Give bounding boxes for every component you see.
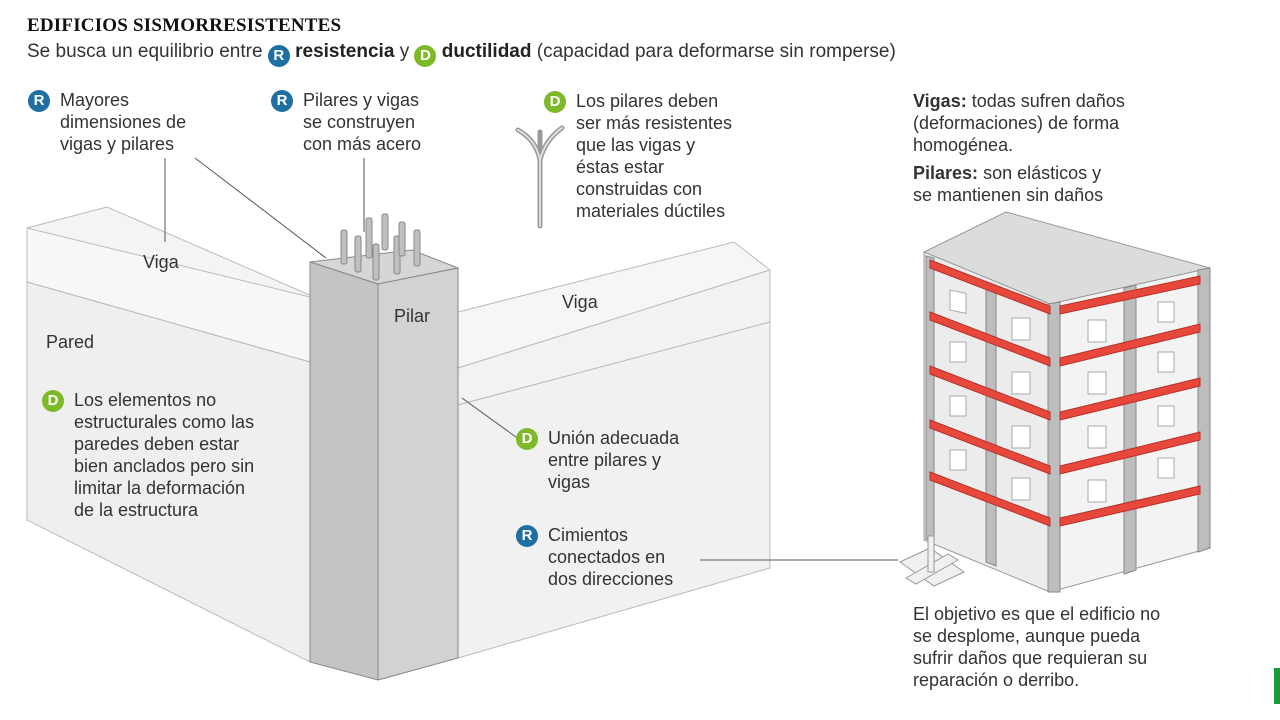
note-line: conectados en bbox=[548, 547, 666, 567]
objetivo-line: reparación o derribo. bbox=[913, 670, 1080, 690]
subtitle-suffix: (capacidad para deformarse sin romperse) bbox=[536, 41, 896, 62]
ductilidad-badge: D bbox=[42, 390, 64, 412]
note-line: Mayores bbox=[60, 90, 130, 110]
pillar-right-face bbox=[377, 267, 459, 681]
pilares-title: Pilares: bbox=[913, 163, 979, 183]
objetivo-line: se desplome, aunque pueda bbox=[913, 626, 1141, 646]
vigas-line: homogénea. bbox=[913, 135, 1014, 155]
resistencia-badge: R bbox=[271, 90, 293, 112]
note-line: de la estructura bbox=[74, 500, 199, 520]
note-line: con más acero bbox=[303, 134, 422, 154]
building-info: Vigas: todas sufren daños (deformaciones… bbox=[913, 90, 1125, 206]
pilares-text: son elásticos y bbox=[983, 163, 1102, 183]
vigas-title: Vigas: bbox=[913, 91, 967, 111]
note-line: dos direcciones bbox=[548, 569, 674, 589]
subtitle-prefix: Se busca un equilibrio entre bbox=[27, 41, 263, 62]
note-line: materiales dúctiles bbox=[576, 201, 726, 221]
ductilidad-badge: D bbox=[414, 45, 437, 67]
vigas-line: (deformaciones) de forma bbox=[913, 113, 1120, 133]
note-line: se construyen bbox=[303, 112, 416, 132]
note-line: vigas y pilares bbox=[60, 134, 175, 154]
note-line: entre pilares y bbox=[548, 450, 662, 470]
ductilidad-badge: D bbox=[544, 91, 566, 113]
subtitle-and: y bbox=[399, 41, 410, 62]
note-line: paredes deben estar bbox=[74, 434, 240, 454]
resistencia-badge: R bbox=[28, 90, 50, 112]
pilares-line: se mantienen sin daños bbox=[913, 185, 1104, 205]
viga-right-label: Viga bbox=[562, 292, 598, 312]
leader-lines bbox=[164, 157, 898, 561]
building-illustration bbox=[899, 211, 1211, 593]
note-line: Los elementos no bbox=[74, 390, 217, 410]
note-line: limitar la deformación bbox=[74, 478, 246, 498]
ductilidad-badge: D bbox=[516, 428, 538, 450]
note-line: dimensiones de bbox=[60, 112, 187, 132]
vigas-text: todas sufren daños bbox=[971, 91, 1125, 111]
page-title: EDIFICIOS SISMORRESISTENTES bbox=[27, 15, 342, 36]
note-line: Cimientos bbox=[548, 525, 629, 545]
note-line: Los pilares deben bbox=[576, 91, 719, 111]
objetivo-line: sufrir daños que requieran su bbox=[913, 648, 1148, 668]
edge-accent-bar bbox=[1274, 668, 1280, 704]
pilar-label: Pilar bbox=[394, 306, 431, 326]
note-line: bien anclados pero sin bbox=[74, 456, 255, 476]
rebars bbox=[340, 213, 421, 281]
objetivo-line: El objetivo es que el edificio no bbox=[913, 604, 1161, 624]
note-line: Unión adecuada bbox=[548, 428, 680, 448]
note-line: que las vigas y bbox=[576, 135, 696, 155]
note-line: vigas bbox=[548, 472, 591, 492]
subtitle-ductilidad: ductilidad bbox=[441, 41, 532, 62]
pillar-left-face bbox=[309, 261, 379, 681]
pared-label: Pared bbox=[46, 332, 95, 352]
note-line: ser más resistentes bbox=[576, 113, 733, 133]
resistencia-badge: R bbox=[267, 45, 290, 67]
note-line: éstas estar bbox=[576, 157, 665, 177]
note-line: Pilares y vigas bbox=[303, 90, 420, 110]
note-line: construidas con bbox=[576, 179, 703, 199]
resistencia-badge: R bbox=[516, 525, 538, 547]
viga-left-label: Viga bbox=[143, 252, 179, 272]
note-line: estructurales como las bbox=[74, 412, 255, 432]
subtitle: Se busca un equilibrio entre R resistenc… bbox=[27, 41, 896, 67]
objetivo-text: El objetivo es que el edificio no se des… bbox=[913, 603, 1160, 691]
subtitle-resistencia: resistencia bbox=[295, 41, 395, 62]
